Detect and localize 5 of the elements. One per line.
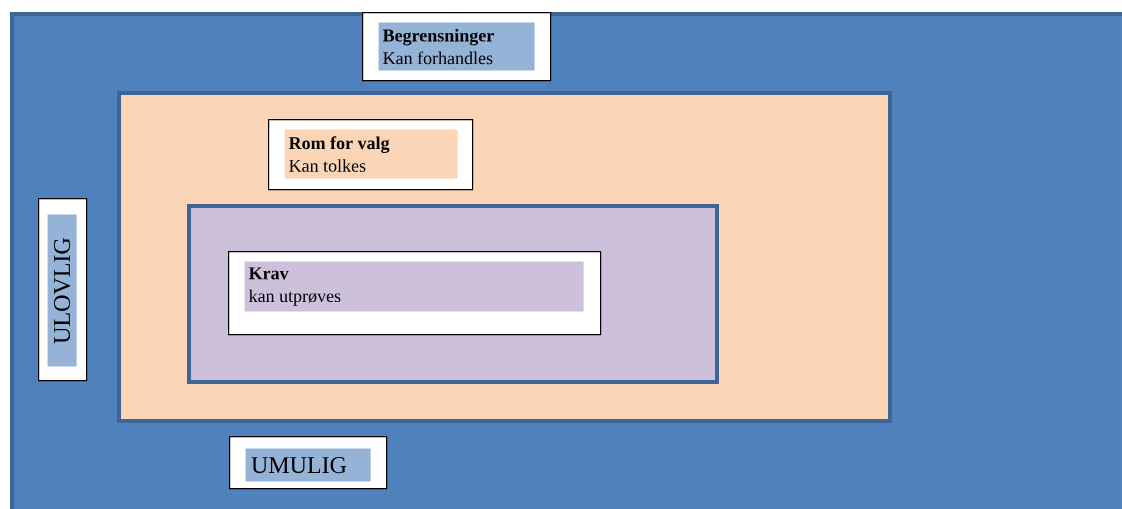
label-box: Krav kan utprøves [228,251,602,336]
label-box: ULOVLIG [38,198,88,382]
label-box: UMULIG [229,436,388,490]
label-box: Rom for valg Kan tolkes [268,119,474,191]
label-box: Begrensninger Kan forhandles [362,12,552,82]
